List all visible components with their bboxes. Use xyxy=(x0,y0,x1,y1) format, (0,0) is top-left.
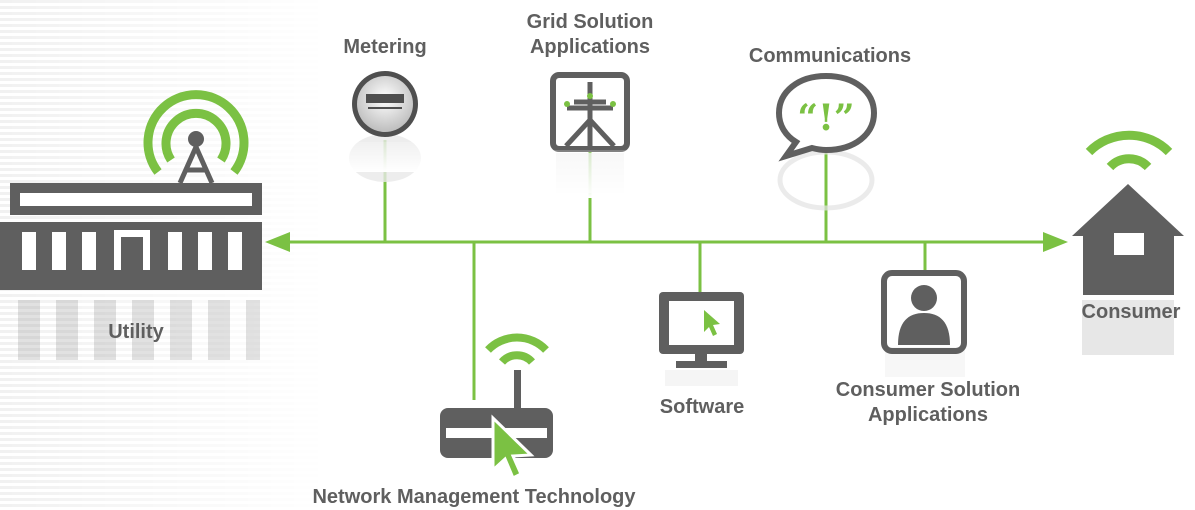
person-icon xyxy=(881,270,967,377)
svg-text:“!”: “!” xyxy=(797,97,854,139)
grid-solution-label: Grid Solution Applications xyxy=(527,10,654,60)
router-icon xyxy=(440,333,553,481)
consumer-solution-label-line2: Applications xyxy=(867,404,989,426)
metering-label: Metering xyxy=(343,36,427,58)
utility-label: Utility xyxy=(108,321,164,343)
grid-solution-label-line1: Grid Solution xyxy=(526,11,654,33)
consumer-solution-label-line1: Consumer Solution xyxy=(835,379,1021,401)
meter-icon xyxy=(348,71,422,182)
left-arrowhead-icon xyxy=(265,232,290,252)
house-icon xyxy=(1072,130,1184,355)
utility-building-icon xyxy=(0,90,262,360)
monitor-icon xyxy=(659,292,744,386)
grid-solution-label-line2: Applications xyxy=(529,36,650,58)
right-arrowhead-icon xyxy=(1043,232,1068,252)
consumer-solution-label: Consumer Solution Applications xyxy=(836,378,1020,428)
software-label: Software xyxy=(659,396,745,418)
communications-label: Communications xyxy=(748,45,912,67)
consumer-label: Consumer xyxy=(1081,301,1181,323)
speech-bubble-icon: “!” xyxy=(775,72,878,211)
network-management-label: Network Management Technology xyxy=(312,486,636,508)
power-pole-icon xyxy=(550,72,630,198)
